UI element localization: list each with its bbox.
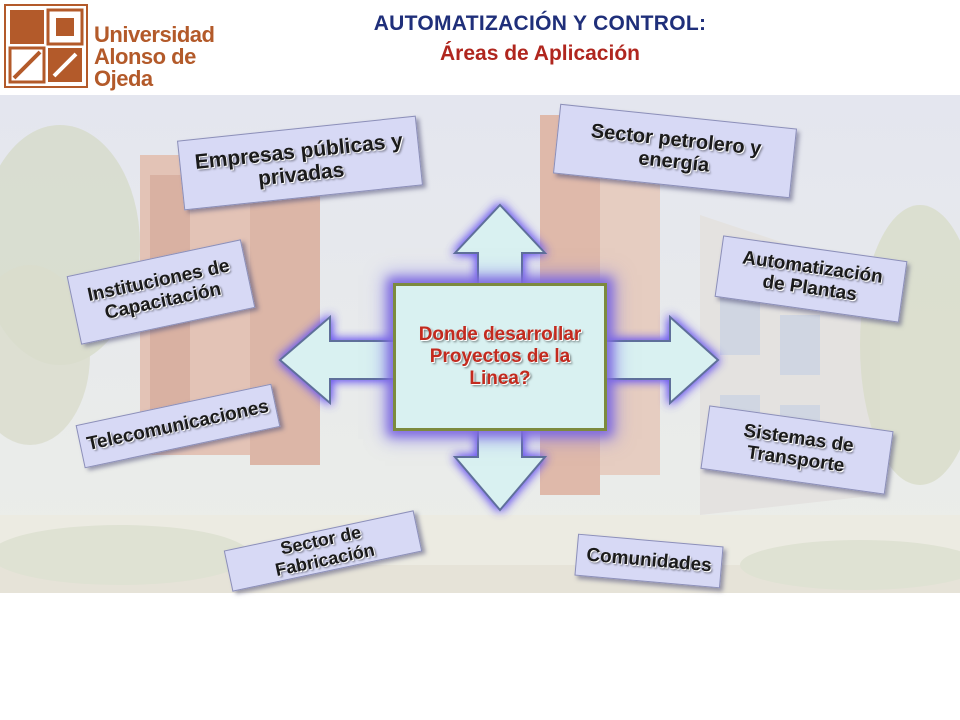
university-logo: Universidad Alonso de Ojeda (4, 4, 215, 90)
logo-line-2: Alonso de Ojeda (94, 44, 196, 91)
page-subtitle: Áreas de Aplicación (440, 42, 640, 65)
logo-line-1: Universidad (94, 22, 215, 47)
page-title: AUTOMATIZACIÓN Y CONTROL: (373, 12, 707, 35)
center-question-box: Donde desarrollar Proyectos de la Linea? (393, 283, 607, 431)
logo-emblem-icon (4, 4, 88, 88)
